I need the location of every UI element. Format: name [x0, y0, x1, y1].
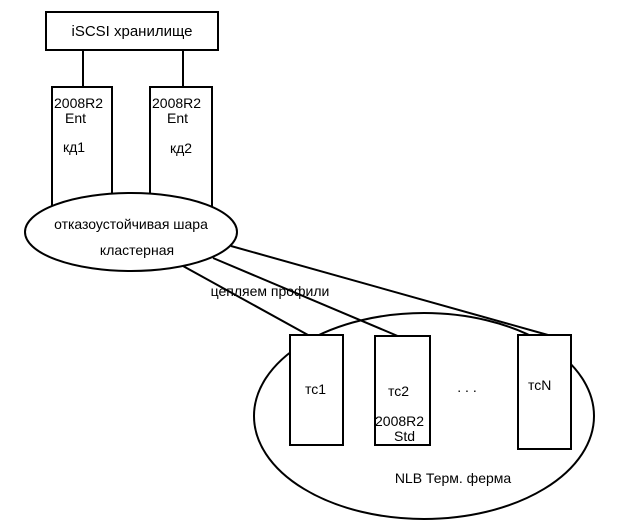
terminal-server-ts2-box: [374, 335, 431, 446]
terminal-server-ts1-name: тс1: [305, 381, 326, 397]
iscsi-storage-node: iSCSI хранилище: [45, 11, 219, 51]
profile-link-label: цепляем профили: [211, 283, 330, 299]
terminal-server-ts2-os-edition: Std: [394, 428, 415, 444]
controller-kd1-os-edition: Ent: [65, 110, 86, 126]
terminal-server-tsn-box: [517, 334, 572, 450]
controller-kd1-os-version: 2008R2: [54, 95, 103, 111]
controller-kd2-os-edition: Ent: [167, 110, 188, 126]
nlb-farm-label: NLB Терм. ферма: [395, 470, 512, 486]
profile-link-ts1: [182, 265, 309, 336]
terminal-server-ts2-os-version: 2008R2: [375, 413, 424, 429]
failover-share-ellipse: [24, 192, 238, 272]
terminal-server-ts2: тс2 2008R2 Std: [374, 335, 431, 446]
terminal-server-ts1: тс1: [289, 334, 344, 446]
terminal-server-ts1-box: [289, 334, 344, 446]
controller-kd2-os-version: 2008R2: [152, 95, 201, 111]
iscsi-storage-label: iSCSI хранилище: [71, 23, 192, 40]
nlb-farm-ellipse: [253, 312, 595, 520]
nlb-farm-node: тс1 тс2 2008R2 Std . . . тсN NLB Терм. ф…: [253, 312, 595, 520]
failover-share-label-line2: кластерная: [100, 242, 174, 258]
failover-share-label-line1: отказоустойчивая шара: [54, 216, 208, 232]
controller-kd2-name: кд2: [170, 140, 192, 156]
profile-link-ts2: [212, 257, 401, 338]
controller-kd1-name: кд1: [63, 139, 85, 155]
terminal-server-ts2-name: тс2: [388, 383, 409, 399]
failover-share-node: отказоустойчивая шара кластерная: [24, 192, 238, 272]
terminal-server-tsn-name: тсN: [528, 377, 551, 393]
iscsi-storage-box: [45, 11, 219, 51]
terminal-server-tsn: тсN: [517, 334, 572, 450]
more-servers-ellipsis: . . .: [457, 379, 476, 395]
profile-link-tsn: [230, 245, 549, 336]
